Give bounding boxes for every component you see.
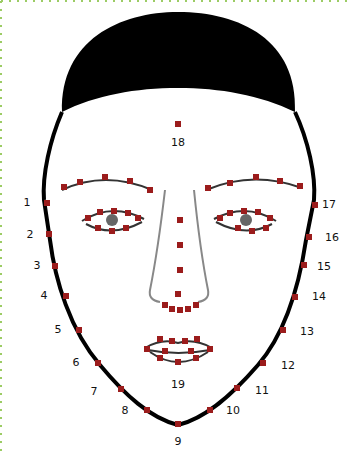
- landmark-dot: [44, 121, 318, 427]
- nose-line: [194, 190, 208, 302]
- iris: [106, 214, 118, 226]
- callout-number: 7: [91, 386, 98, 398]
- callout-number: 17: [322, 199, 336, 211]
- callout-number: 11: [255, 385, 269, 397]
- callout-number: 2: [27, 229, 34, 241]
- callout-number: 9: [175, 436, 182, 448]
- landmark-dot: [162, 217, 199, 313]
- callout-number: 12: [281, 360, 295, 372]
- callout-number: 6: [73, 357, 80, 369]
- callout-number: 14: [312, 291, 326, 303]
- landmark-dot: [217, 208, 273, 234]
- landmark-dot: [85, 208, 141, 234]
- eyebrow: [206, 179, 302, 190]
- features: [62, 179, 302, 362]
- callout-number: 1: [24, 197, 31, 209]
- callout-number: 5: [55, 324, 62, 336]
- iris: [240, 214, 252, 226]
- landmark-dots: [44, 121, 318, 427]
- frame-dots: [0, 1, 2, 453]
- callout-number: 8: [122, 405, 129, 417]
- landmark-dot: [144, 336, 213, 365]
- callout-number: 19: [171, 379, 185, 391]
- callout-number: 18: [171, 137, 185, 149]
- callout-number: 3: [34, 260, 41, 272]
- face-outline: [44, 112, 315, 425]
- callout-number: 10: [226, 405, 240, 417]
- callout-number: 16: [325, 232, 339, 244]
- callout-number: 15: [317, 261, 331, 273]
- frame-dots: [1, 0, 349, 2]
- lips: [145, 341, 212, 362]
- callout-number: 13: [300, 326, 314, 338]
- eyebrow: [62, 180, 152, 190]
- nose-line: [150, 190, 165, 302]
- hair: [62, 12, 295, 112]
- landmark-dot: [61, 174, 303, 193]
- callout-number: 4: [41, 290, 48, 302]
